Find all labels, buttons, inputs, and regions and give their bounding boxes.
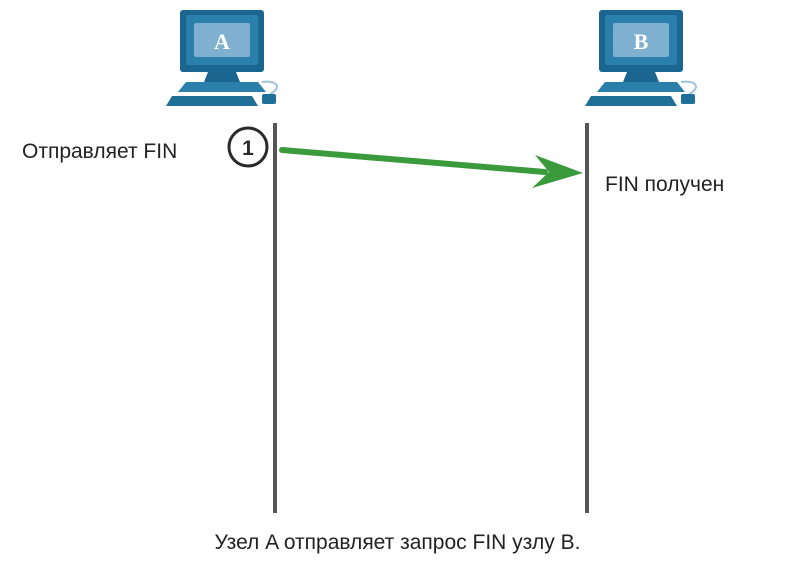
step-number: 1 xyxy=(242,137,254,160)
fin-arrow xyxy=(279,147,583,188)
step-badge: 1 xyxy=(227,126,269,168)
sender-label: Отправляет FIN xyxy=(22,140,178,163)
receiver-label: FIN получен xyxy=(605,173,725,196)
host-b-name: B xyxy=(634,29,649,54)
computer-a-icon: A xyxy=(166,10,278,106)
host-a-name: A xyxy=(214,29,230,54)
caption: Узел A отправляет запрос FIN узлу B. xyxy=(214,531,581,554)
computer-b-icon: B xyxy=(585,10,697,106)
